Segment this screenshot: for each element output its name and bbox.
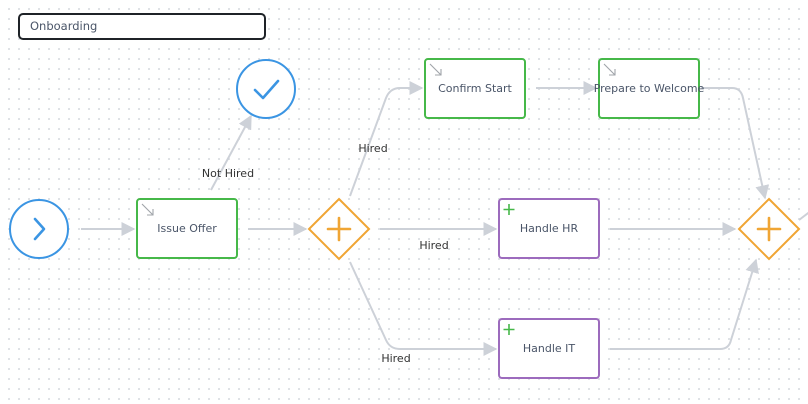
subprocess-handle-hr[interactable]: Handle HR [498,198,600,259]
parallel-split-gateway[interactable] [307,197,371,261]
end-event[interactable] [236,59,296,119]
chevron-right-icon [33,217,46,241]
parallel-join-gateway[interactable] [737,197,801,261]
task-label: Confirm Start [438,82,512,95]
edges [81,81,808,356]
plus-icon [756,216,782,242]
edge-label-hired-bottom: Hired [381,352,410,365]
manual-task-arrow-icon [141,203,154,216]
process-title-box[interactable]: Onboarding [18,13,266,40]
start-event[interactable] [9,199,69,259]
plus-icon [503,204,515,215]
edge-join-gateway-outgoing[interactable] [798,210,808,221]
plus-icon [503,324,515,335]
edge-prepare-welcome-to-join-gateway[interactable] [701,87,770,200]
subprocess-label: Handle IT [523,342,576,355]
edge-label-hired-top: Hired [358,142,387,155]
edge-handle-it-to-join-gateway[interactable] [610,258,759,350]
task-prepare-to-welcome[interactable]: Prepare to Welcome [594,58,705,119]
task-issue-offer[interactable]: Issue Offer [136,198,238,259]
task-label: Issue Offer [157,222,217,235]
edge-gateway-to-confirm-start[interactable] [349,81,424,197]
plus-icon [326,216,352,242]
edge-label-hired-middle: Hired [419,239,448,252]
edge-label-not-hired: Not Hired [202,167,254,180]
task-confirm-start[interactable]: Confirm Start [424,58,526,119]
edge-gateway-to-handle-it[interactable] [349,261,498,356]
manual-task-arrow-icon [603,63,616,76]
subprocess-label: Handle HR [520,222,579,235]
checkmark-icon [253,79,280,100]
task-label: Prepare to Welcome [594,82,705,95]
subprocess-handle-it[interactable]: Handle IT [498,318,600,379]
edge-issue-offer-to-end[interactable] [210,114,252,191]
manual-task-arrow-icon [429,63,442,76]
